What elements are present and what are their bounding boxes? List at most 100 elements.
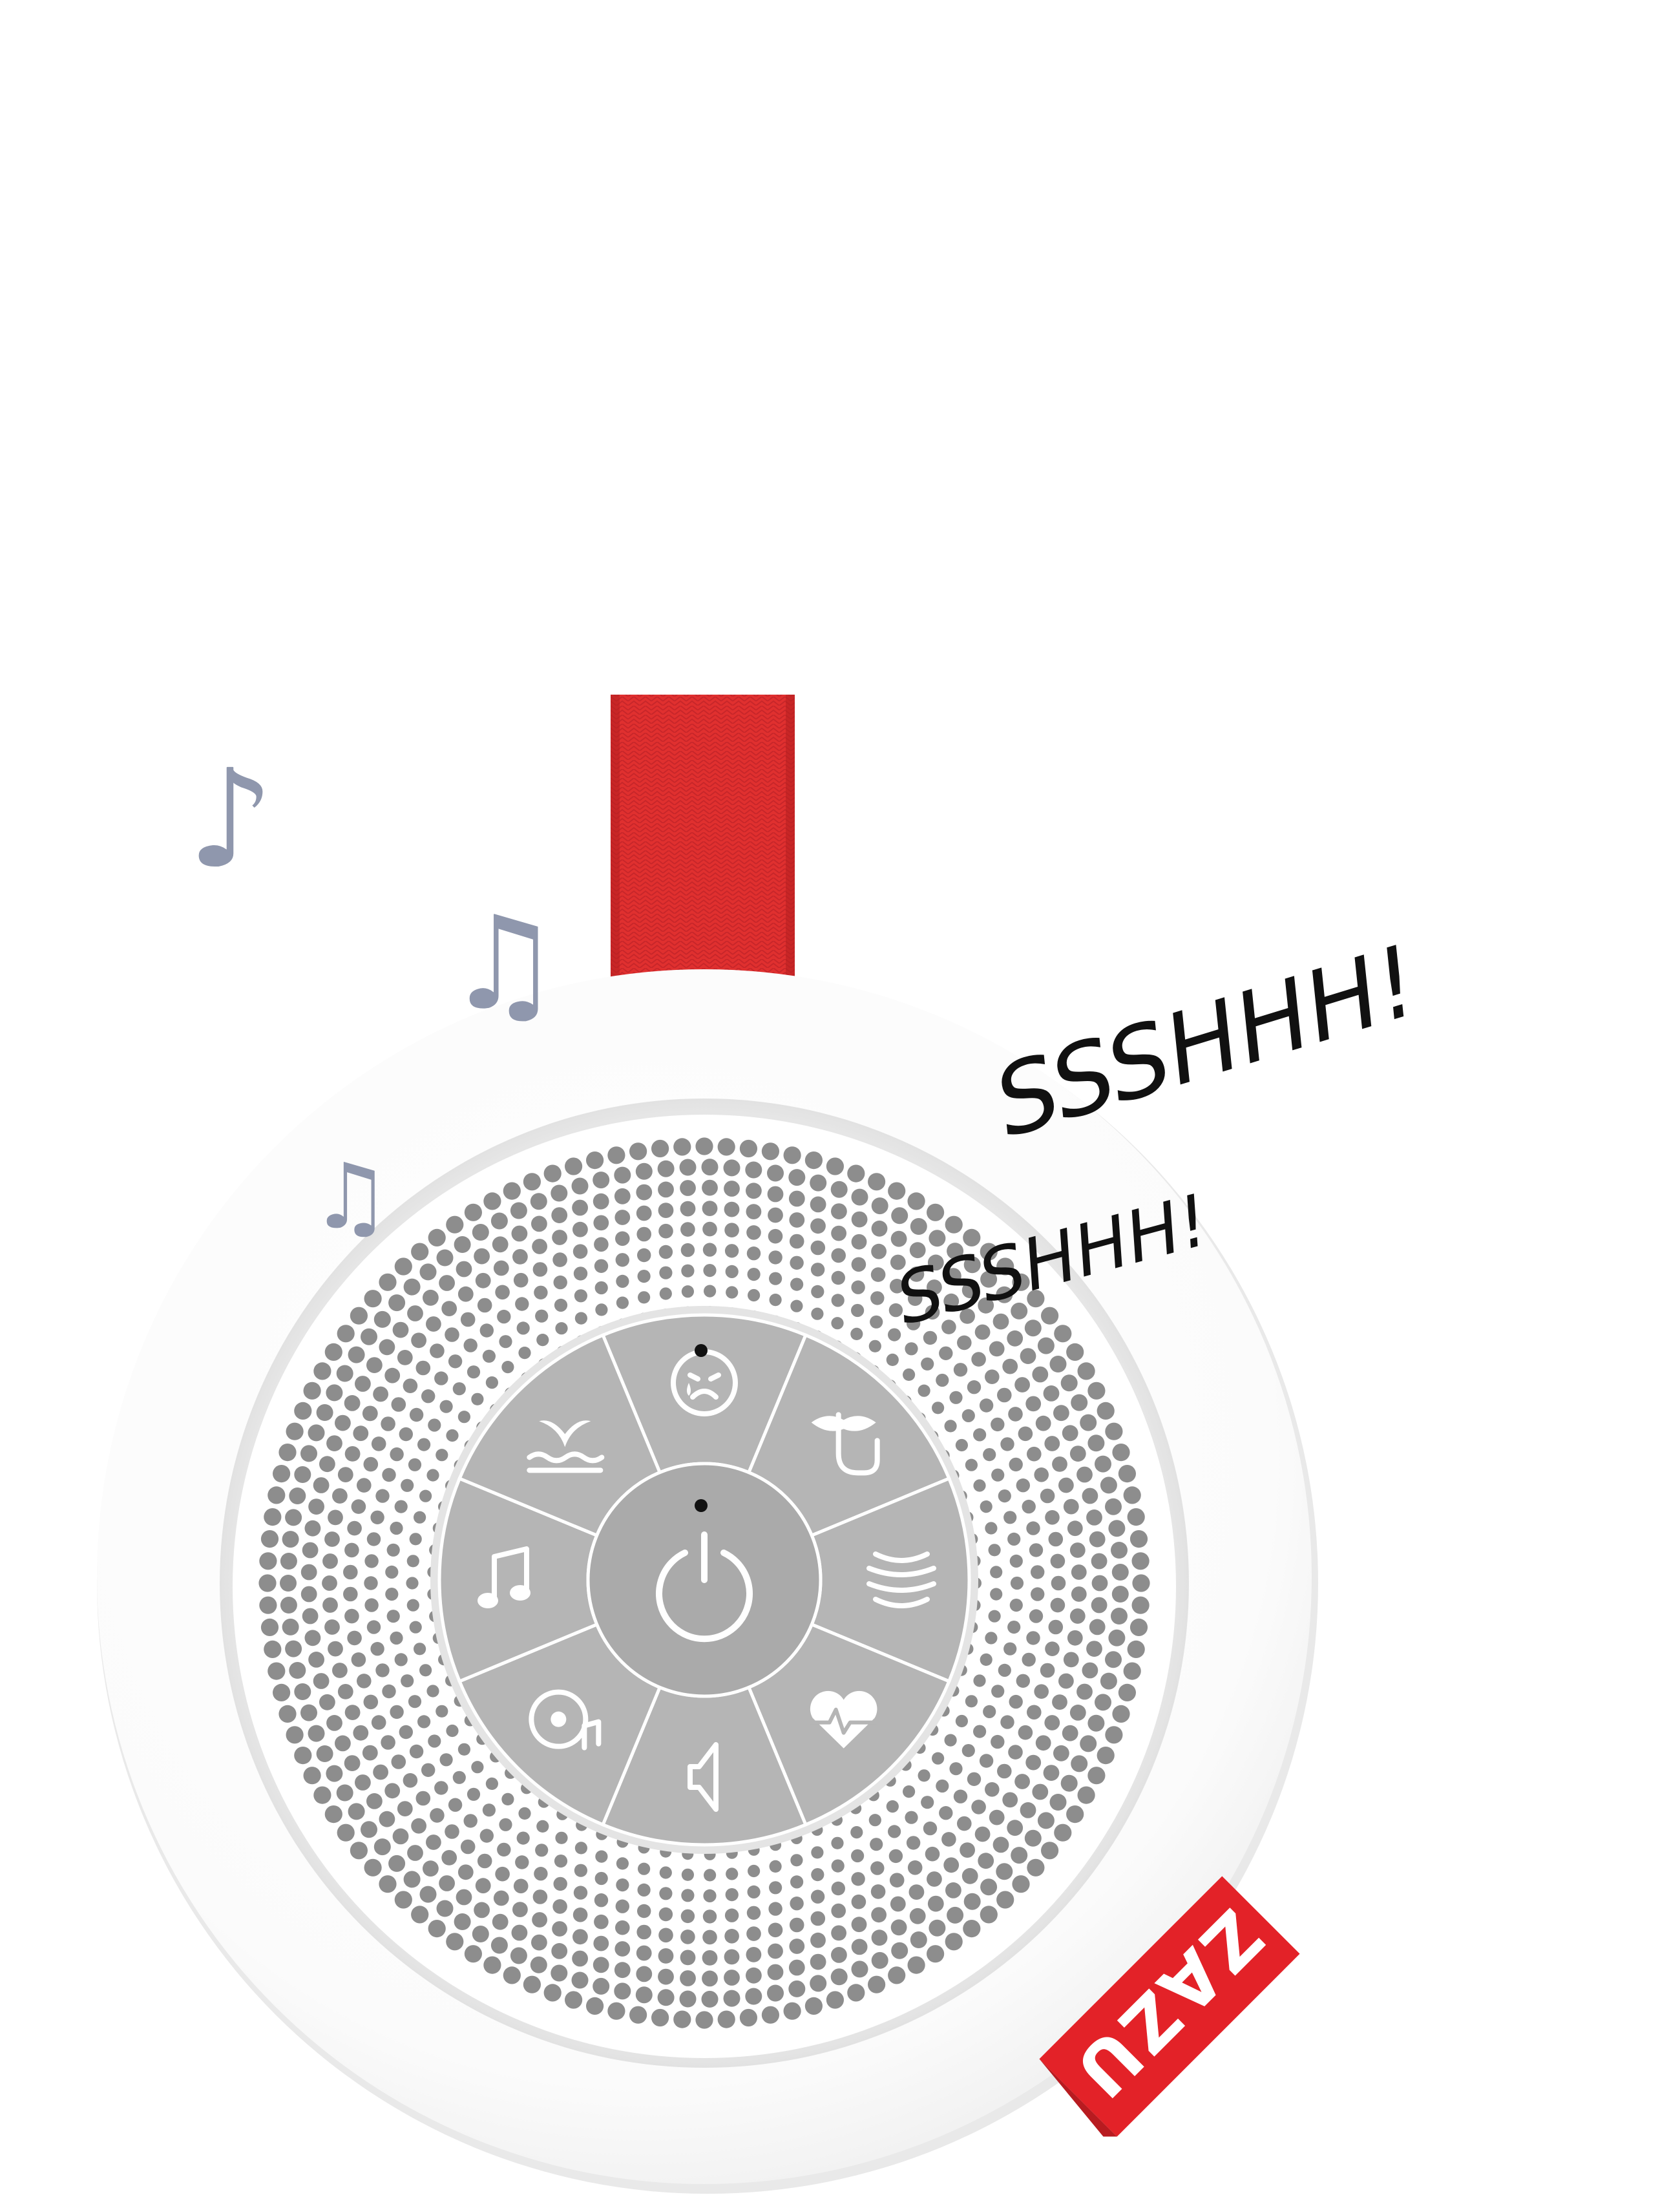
grille-hole: [313, 1477, 330, 1493]
grille-hole: [985, 1369, 1000, 1384]
grille-hole: [1000, 1437, 1014, 1451]
grille-hole: [979, 1398, 994, 1413]
grille-hole: [543, 1984, 562, 2002]
shush-button[interactable]: [746, 1332, 952, 1538]
grille-hole: [479, 1829, 494, 1843]
grille-hole: [475, 1272, 491, 1288]
grille-hole: [616, 1878, 629, 1892]
grille-hole: [482, 1349, 496, 1363]
grille-hole: [746, 1926, 761, 1941]
grille-hole: [501, 1792, 514, 1805]
grille-hole: [510, 1202, 527, 1219]
grille-hole: [302, 1608, 319, 1624]
grille-hole: [1112, 1705, 1130, 1723]
grille-hole: [769, 1860, 782, 1873]
grille-hole: [1048, 1619, 1064, 1635]
grille-hole: [571, 1177, 589, 1195]
grille-hole: [445, 1327, 459, 1342]
grille-hole: [439, 1400, 453, 1413]
grille-hole: [889, 1873, 905, 1887]
grille-hole: [434, 1371, 448, 1385]
grille-hole: [337, 1684, 353, 1699]
grille-hole: [554, 1855, 568, 1868]
grille-hole: [746, 1225, 761, 1240]
grille-hole: [503, 1966, 521, 1984]
grille-hole: [441, 1301, 457, 1316]
grille-hole: [415, 1791, 431, 1806]
grille-hole: [409, 1621, 422, 1634]
grille-hole: [485, 1376, 499, 1389]
grille-hole: [278, 1705, 297, 1723]
grille-hole: [294, 1466, 311, 1483]
grille-hole: [1012, 1875, 1030, 1893]
grille-hole: [1024, 1319, 1042, 1337]
grille-hole: [308, 1498, 324, 1515]
grille-hole: [769, 1294, 782, 1307]
heartbeat-button[interactable]: [746, 1622, 952, 1827]
grille-hole: [574, 1289, 588, 1303]
grille-hole: [1129, 1618, 1148, 1636]
grille-hole: [530, 1193, 547, 1210]
power-button[interactable]: [586, 1462, 823, 1698]
grille-hole: [386, 1610, 400, 1623]
grille-hole: [477, 1853, 492, 1869]
grille-hole: [518, 1347, 531, 1360]
grille-hole: [324, 1343, 342, 1361]
grille-hole: [651, 1139, 669, 1158]
grille-hole: [1077, 1786, 1095, 1804]
grille-hole: [967, 1772, 982, 1786]
grille-hole: [535, 1844, 549, 1857]
grille-hole: [991, 1417, 1005, 1432]
grille-hole: [810, 1196, 826, 1213]
grille-hole: [991, 1685, 1005, 1698]
grille-hole: [658, 1968, 674, 1985]
grille-hole: [1009, 1694, 1023, 1709]
grille-hole: [348, 1803, 365, 1820]
grille-hole: [1027, 1446, 1042, 1462]
grille-hole: [401, 1674, 414, 1688]
grille-hole: [513, 1878, 529, 1894]
music-button[interactable]: [437, 1476, 599, 1684]
grille-hole: [499, 1818, 512, 1831]
grille-hole: [1111, 1542, 1128, 1559]
grille-hole: [1091, 1597, 1108, 1614]
grille-hole: [1048, 1531, 1064, 1547]
grille-hole: [695, 2011, 713, 2029]
grille-hole: [289, 1662, 306, 1679]
grille-hole: [326, 1765, 343, 1782]
grille-hole: [963, 1920, 981, 1938]
grille-hole: [1105, 1498, 1122, 1515]
grille-hole: [936, 1779, 949, 1793]
grille-hole: [319, 1694, 335, 1710]
grille-hole: [1016, 1478, 1031, 1493]
grille-hole: [457, 1864, 474, 1880]
grille-hole: [868, 1173, 886, 1191]
grille-hole: [903, 1785, 916, 1798]
grille-hole: [870, 1315, 883, 1329]
grille-hole: [636, 1205, 652, 1221]
grille-hole: [726, 1286, 739, 1299]
grille-hole: [614, 1982, 631, 2000]
grille-hole: [659, 1287, 672, 1300]
grille-hole: [294, 1683, 311, 1700]
grille-hole: [594, 1259, 609, 1274]
volume-button[interactable]: [600, 1685, 808, 1847]
grille-hole: [332, 1663, 348, 1678]
grille-hole: [723, 1159, 740, 1177]
grille-hole: [308, 1424, 325, 1442]
grille-hole: [1080, 1735, 1097, 1752]
grille-hole: [1016, 1674, 1031, 1688]
shush-text-large: SSSHHH!: [982, 925, 1431, 1159]
grille-hole: [1111, 1608, 1128, 1624]
grille-hole: [510, 1947, 527, 1964]
grille-hole: [615, 1920, 630, 1935]
grille-hole: [923, 1330, 938, 1345]
grille-hole: [983, 1705, 996, 1718]
grille-hole: [960, 1842, 975, 1858]
grille-hole: [769, 1272, 782, 1285]
grille-hole: [1105, 1726, 1123, 1744]
grille-hole: [614, 1166, 631, 1184]
grille-hole: [531, 1934, 547, 1951]
grille-hole: [980, 1653, 992, 1666]
grille-hole: [991, 1468, 1005, 1482]
